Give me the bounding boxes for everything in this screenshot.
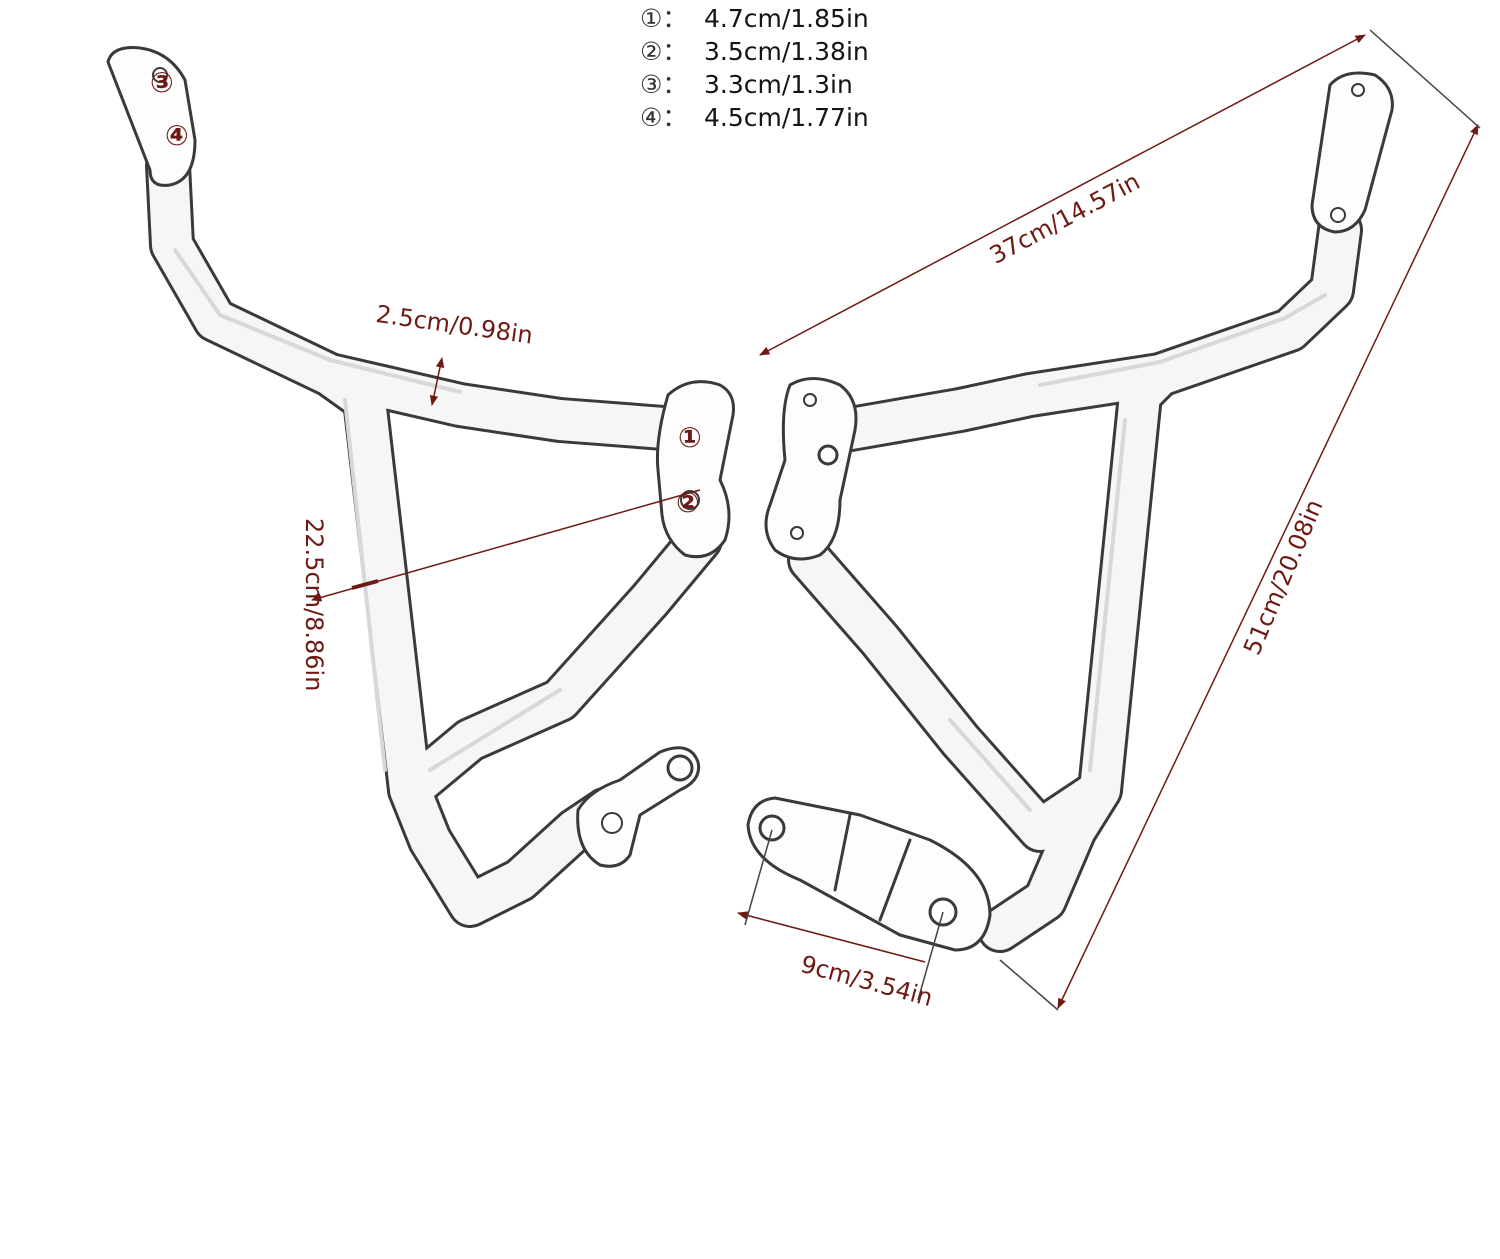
legend-key: ①： xyxy=(640,4,688,33)
frame-width-label: 22.5cm/8.86in xyxy=(300,518,328,692)
dimension-lines xyxy=(310,29,1481,1011)
legend-value: 4.7cm/1.85in xyxy=(704,4,869,33)
left-crash-bar xyxy=(106,46,735,928)
marker-4: ④ xyxy=(165,119,189,152)
right-foot-bracket xyxy=(746,796,992,952)
legend-key: ②： xyxy=(640,37,688,66)
legend-value: 4.5cm/1.77in xyxy=(704,103,869,132)
left-foot-bracket xyxy=(576,746,701,868)
legend-value: 3.3cm/1.3in xyxy=(704,70,853,99)
marker-2: ② xyxy=(676,486,700,519)
left-mid-plate xyxy=(655,380,735,559)
legend-key: ④： xyxy=(640,103,688,132)
legend-row: ③： 3.3cm/1.3in xyxy=(640,68,920,101)
measurement-legend: ①： 4.7cm/1.85in ②： 3.5cm/1.38in ③： 3.3cm… xyxy=(640,2,920,134)
dim-line-tube xyxy=(429,356,445,407)
hole-markers: ① ② ③ ④ xyxy=(150,66,702,519)
right-top-plate xyxy=(1310,71,1394,234)
marker-1: ① xyxy=(678,421,702,454)
dim-line-bracket xyxy=(736,911,926,963)
legend-value: 3.5cm/1.38in xyxy=(704,37,869,66)
marker-3: ③ xyxy=(150,66,174,99)
legend-row: ④： 4.5cm/1.77in xyxy=(640,101,920,134)
right-mid-plate xyxy=(764,377,858,561)
dim-line-height xyxy=(1057,124,1479,1009)
legend-row: ②： 3.5cm/1.38in xyxy=(640,35,920,68)
legend-key: ③： xyxy=(640,70,688,99)
left-top-plate xyxy=(106,46,197,187)
legend-row: ①： 4.7cm/1.85in xyxy=(640,2,920,35)
